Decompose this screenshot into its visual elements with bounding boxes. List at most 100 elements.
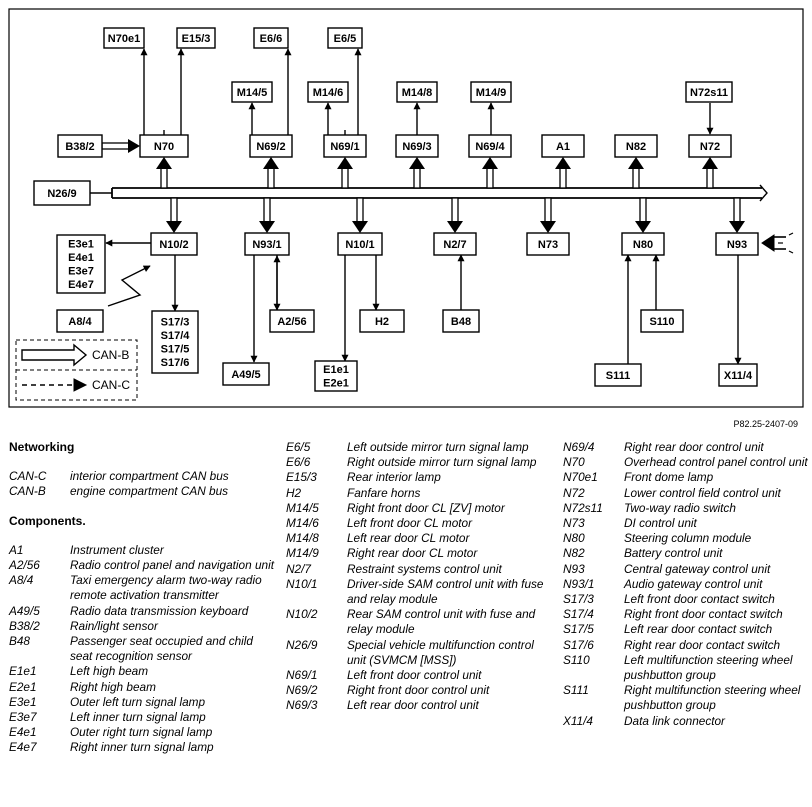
box-label: E6/5 [334, 33, 357, 45]
legend-description: DI control unit [624, 516, 697, 531]
legend-code: N26/9 [286, 637, 318, 652]
legend-description: Central gateway control unit [624, 561, 771, 576]
legend-code: E3e1 [9, 694, 37, 709]
can-c-symbol [22, 378, 88, 392]
bus-tap [409, 157, 425, 189]
box-label: X11/4 [724, 370, 753, 382]
box-label: B38/2 [65, 141, 94, 153]
legend-description: Left front door CL motor [347, 516, 473, 531]
legend-entry: A2/56 Radio control panel and navigation … [9, 558, 274, 573]
legend-code: N72 [563, 485, 585, 500]
box-label: S17/4 [161, 330, 191, 342]
legend-description: Audio gateway control unit [624, 576, 763, 591]
box-s111: S111 [594, 363, 642, 387]
box-n69-4: N69/4 [468, 134, 512, 158]
box-label: S110 [649, 316, 674, 328]
box-label: E4e1 [68, 252, 94, 264]
box-label: N69/1 [330, 141, 359, 153]
box-label: E1e1 [323, 364, 349, 376]
legend-code: E3e7 [9, 710, 37, 725]
legend-code: N93 [563, 561, 585, 576]
legend-description: Rear SAM control unit with fuse and rela… [347, 607, 536, 637]
box-label: N73 [538, 239, 558, 251]
can-legend: CAN-B CAN-C [15, 339, 138, 401]
box-a49-5: A49/5 [222, 362, 270, 386]
box-n93-1: N93/1 [244, 232, 290, 256]
box-label: N69/2 [256, 141, 285, 153]
legend-code: N93/1 [563, 576, 595, 591]
box-label: E6/6 [260, 33, 283, 45]
box-m14-6: M14/6 [307, 81, 349, 103]
box-m14-8: M14/8 [396, 81, 438, 103]
box-label: N10/1 [345, 239, 374, 251]
legend-description: Right multifunction steering wheel pushb… [624, 683, 801, 713]
legend-description: Rain/light sensor [70, 618, 158, 633]
box-n72s11: N72s11 [685, 81, 733, 103]
legend-description: Left front door control unit [347, 668, 482, 683]
legend-description: Left rear door control unit [347, 698, 479, 713]
can-bus [111, 184, 768, 202]
bus-tap [702, 157, 718, 189]
box-n70: N70 [139, 134, 189, 158]
box-label: S111 [606, 370, 630, 382]
legend-description: Restraint systems control unit [347, 561, 502, 576]
box-e6-6: E6/6 [253, 27, 289, 49]
box-n72: N72 [688, 134, 732, 158]
legend-description: Right outside mirror turn signal lamp [347, 455, 537, 470]
legend-description: Data link connector [624, 713, 725, 728]
bus-tap [259, 197, 275, 233]
box-label: M14/6 [313, 87, 344, 99]
legend-description: Passenger seat occupied and child seat r… [70, 634, 253, 664]
legend-code: A8/4 [9, 573, 34, 588]
legend-entry: N93/1 Audio gateway control unit [563, 577, 808, 592]
legend-code: N82 [563, 546, 585, 561]
legend-code: A2/56 [9, 558, 40, 573]
box-label: S17/3 [161, 317, 190, 329]
box-label: A2/56 [277, 316, 306, 328]
box-label: N10/2 [159, 239, 188, 251]
box-label: B48 [451, 316, 471, 328]
can-b-symbol [21, 343, 88, 367]
legend-description: Left front door contact switch [624, 592, 775, 607]
can-c-label: CAN-C [92, 378, 130, 392]
legend-description: Left outside mirror turn signal lamp [347, 440, 529, 454]
box-label: H2 [375, 316, 389, 328]
legend-description: Right front door contact switch [624, 607, 783, 622]
legend-description: Driver-side SAM control unit with fuse a… [347, 576, 544, 607]
legend-code: A49/5 [9, 603, 40, 618]
legend-description: Battery control unit [624, 546, 723, 561]
box-label: N72s11 [690, 87, 728, 99]
box-a8-4: A8/4 [56, 309, 104, 333]
legend-description: Right rear door CL motor [347, 546, 478, 561]
diagnostic-plug-icon [761, 232, 794, 254]
legend-description: Steering column module [624, 531, 752, 546]
legend-description: Radio control panel and navigation unit [70, 558, 274, 573]
legend-description: Right rear door control unit [624, 440, 764, 454]
legend-code: E1e1 [9, 664, 37, 679]
can-b-label: CAN-B [92, 348, 129, 362]
legend-code: S111 [563, 683, 589, 698]
box-label: S17/6 [161, 357, 190, 369]
legend-entry: N93 Central gateway control unit [563, 562, 808, 577]
box-label: A49/5 [231, 369, 260, 381]
legend-code: B38/2 [9, 618, 40, 633]
legend-description: Right rear door contact switch [624, 637, 781, 652]
legend-code: N70 [563, 455, 585, 470]
legend-description: Radio data transmission keyboard [70, 603, 249, 618]
legend-description: Fanfare horns [347, 485, 421, 500]
bus-tap [540, 197, 556, 233]
legend-code: CAN-C [9, 469, 47, 484]
box-label: E3e1 [68, 239, 94, 251]
